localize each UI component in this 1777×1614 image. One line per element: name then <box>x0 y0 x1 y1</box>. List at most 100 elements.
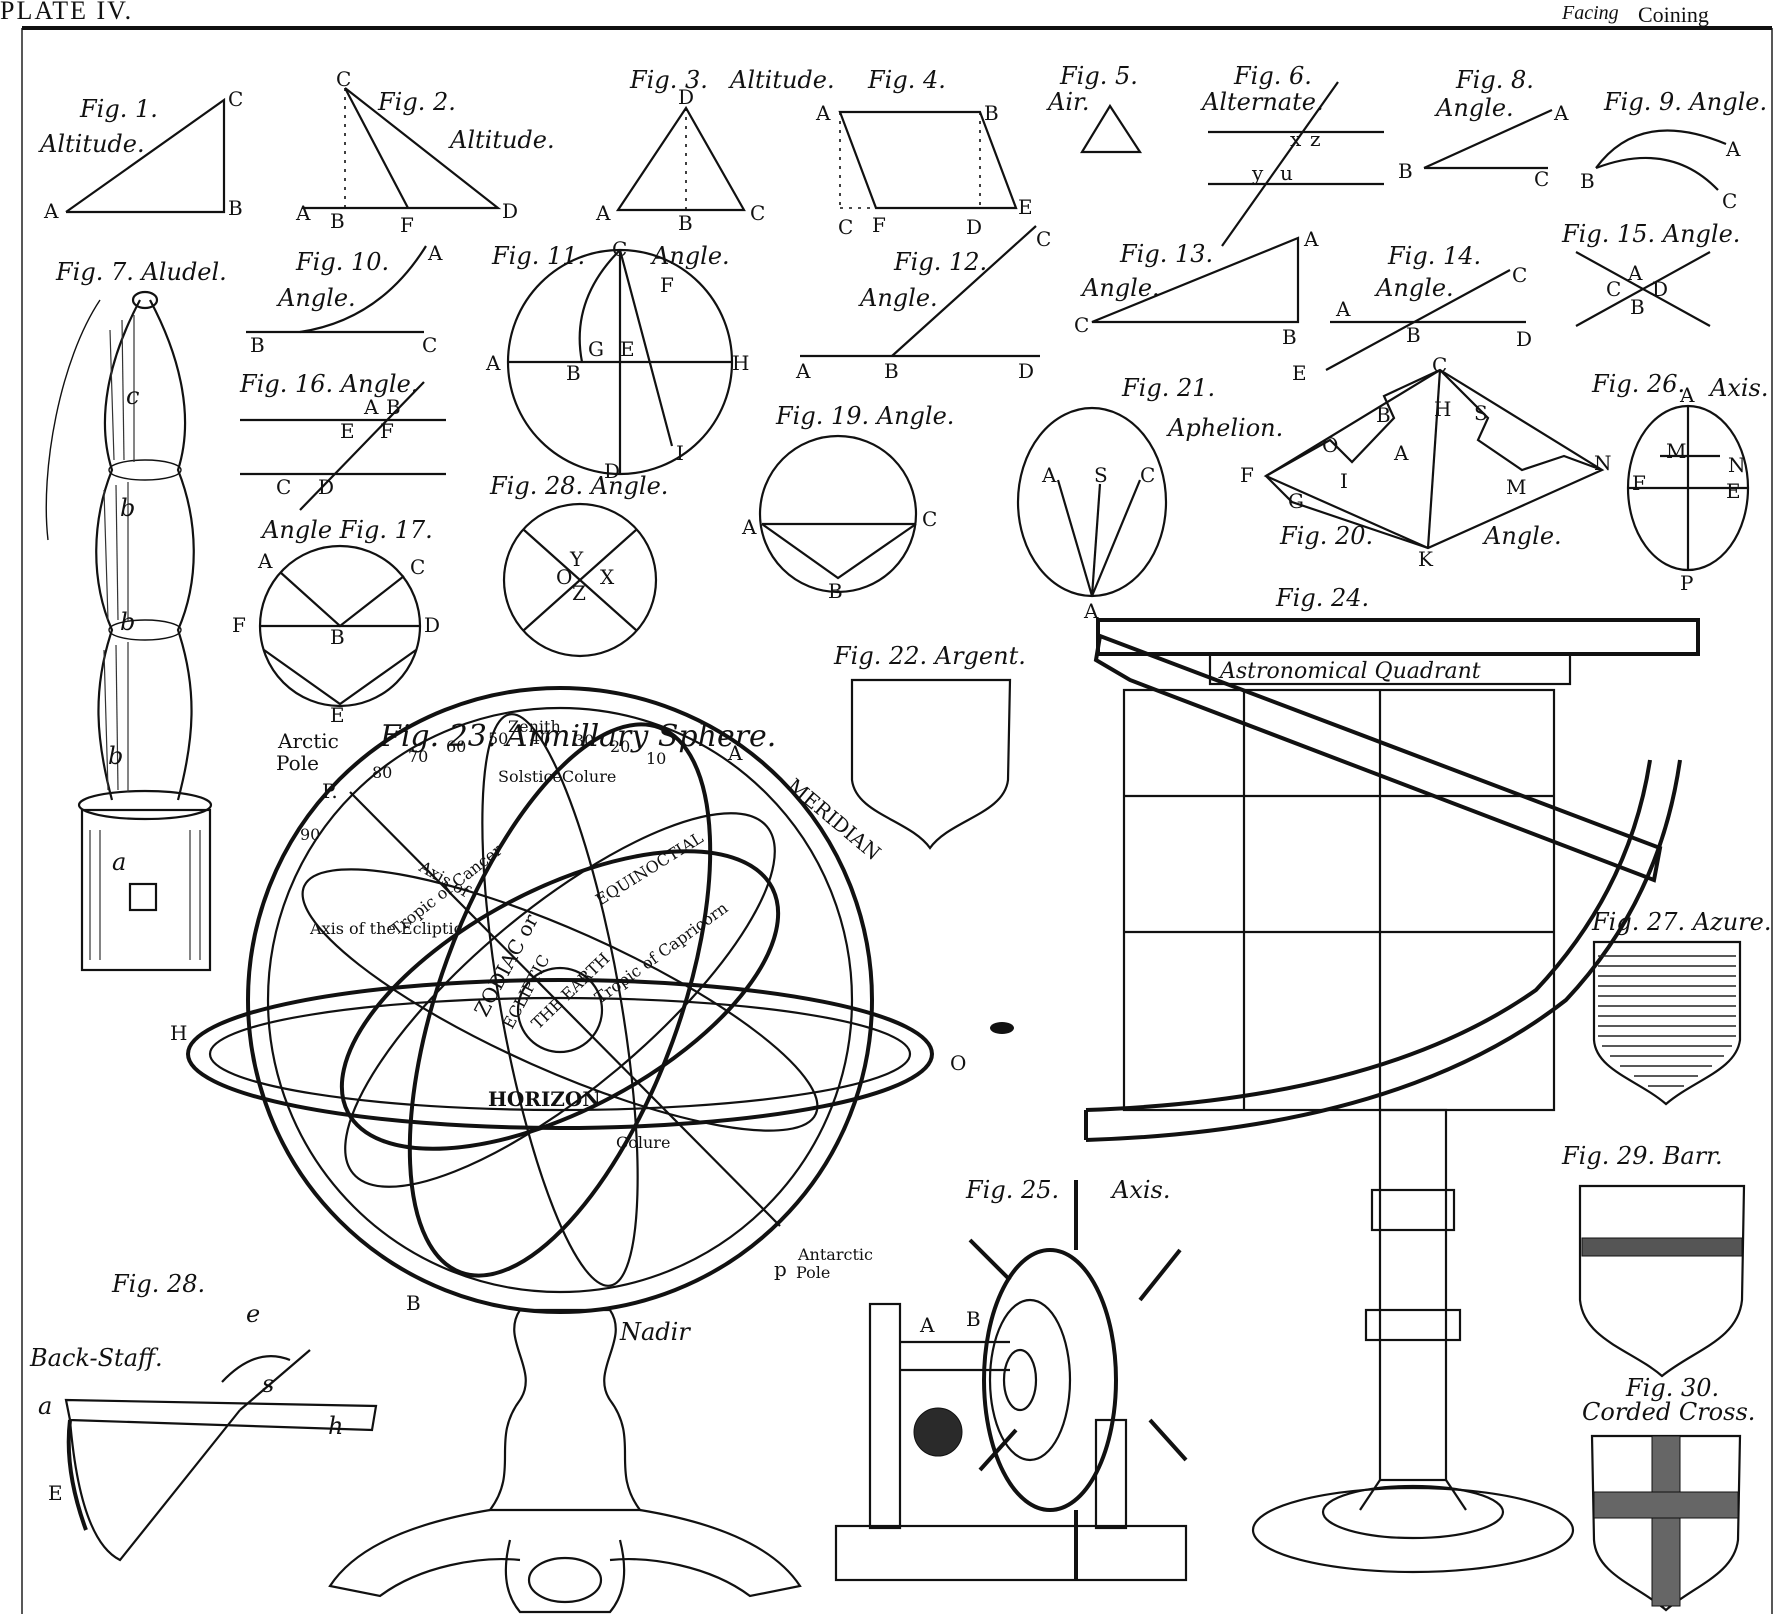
fig7-pt-c: c <box>126 382 139 410</box>
fig18-caption: Fig. 28. Angle. <box>489 472 668 500</box>
fig11-pt-i: I <box>676 441 684 465</box>
fig4-pt-e: E <box>1018 195 1033 219</box>
fig2: Fig. 2. Altitude. C A B F D <box>295 67 555 237</box>
fig4-caption: Fig. 4. <box>867 66 946 94</box>
fig25-pt-a: A <box>919 1313 935 1337</box>
fig20-pt-b: B <box>1376 403 1391 427</box>
facing-label: Facing <box>1562 2 1619 24</box>
fig30-corded-cross-shield: Fig. 30. Corded Cross. <box>1582 1374 1755 1612</box>
fig8-pt-a: A <box>1553 101 1569 125</box>
sphere-antarctic: Antarctic <box>797 1245 873 1264</box>
fig16-pt-e: E <box>340 419 355 443</box>
sphere-tick-10: 10 <box>646 749 666 768</box>
fig8-pt-c: C <box>1534 167 1549 191</box>
fig8-pt-b: B <box>1398 159 1413 183</box>
sphere-a: A <box>727 741 743 765</box>
fig1-pt-b: B <box>228 196 243 220</box>
fig28b-caption: Fig. 28. <box>111 1270 205 1298</box>
fig13-pt-b: B <box>1282 325 1297 349</box>
fig6-label: Alternate. <box>1200 88 1324 116</box>
fig10-caption: Fig. 10. <box>295 248 389 276</box>
fig20-pt-n: N <box>1594 451 1612 475</box>
sphere-axis-ecliptic: Axis of the Ecliptic <box>309 919 463 938</box>
fig2-caption: Fig. 2. <box>377 88 456 116</box>
fig20-pt-f: F <box>1240 463 1254 487</box>
sphere-colure: Colure <box>616 1133 670 1152</box>
ink-blot <box>990 1022 1014 1034</box>
fig1-caption: Fig. 1. <box>79 95 158 123</box>
fig13-caption: Fig. 13. <box>1119 240 1213 268</box>
fig14-pt-d: D <box>1516 327 1532 351</box>
fig12-pt-c: C <box>1036 227 1051 251</box>
fig20-pt-s: S <box>1474 401 1488 425</box>
fig24-caption: Fig. 24. <box>1275 584 1369 612</box>
fig1-pt-a: A <box>43 199 59 223</box>
fig14-pt-b: B <box>1406 323 1421 347</box>
fig18: Fig. 28. Angle. Y O X Z <box>489 472 668 658</box>
fig2-pt-b: B <box>330 209 345 233</box>
fig17-pt-c: C <box>410 555 425 579</box>
sphere-tick-70: 70 <box>408 747 428 766</box>
sphere-p-south: p <box>774 1257 787 1281</box>
fig19-pt-b: B <box>828 579 843 603</box>
fig15-pt-a: A <box>1627 261 1643 285</box>
fig30-caption: Fig. 30. <box>1625 1374 1719 1402</box>
fig5: Fig. 5. Air. <box>1046 62 1143 154</box>
fig20-pt-g: G <box>1288 489 1304 513</box>
fig17: Angle Fig. 17. A C F B D E <box>232 516 440 727</box>
fig20-pt-o: O <box>1322 433 1338 457</box>
sphere-pole-south: Pole <box>796 1263 830 1282</box>
fig11-pt-f: F <box>660 273 674 297</box>
fig6: Fig. 6. Alternate. x z y u <box>1200 62 1384 247</box>
fig24-label: Astronomical Quadrant <box>1218 659 1481 684</box>
fig28b-pt-a: a <box>38 1392 52 1420</box>
fig21-pt-a2: A <box>1083 599 1099 623</box>
fig16-pt-f: F <box>380 419 394 443</box>
fig12-pt-a: A <box>795 359 811 383</box>
sphere-zenith: Zenith <box>508 717 561 736</box>
fig6-pt-u: u <box>1280 161 1293 185</box>
fig12-label: Angle. <box>858 284 938 312</box>
fig20-pt-a: A <box>1393 441 1409 465</box>
fig2-pt-a: A <box>295 201 311 225</box>
fig13: Fig. 13. Angle. A C B <box>1074 227 1319 349</box>
fig25-axis-wheel: Fig. 25. Axis. A B <box>834 1176 1188 1582</box>
fig13-pt-a: A <box>1303 227 1319 251</box>
fig13-label: Angle. <box>1080 274 1160 302</box>
fig1-pt-c: C <box>228 87 243 111</box>
fig3-pt-d: D <box>678 85 694 109</box>
fig16: Fig. 16. Angle. A B E F C D <box>239 370 446 511</box>
fig17-pt-f: F <box>232 613 246 637</box>
fig11-pt-h: H <box>732 351 749 375</box>
fig18-pt-y: Y <box>569 547 584 571</box>
fig12: Fig. 12. Angle. C A B D <box>795 225 1051 383</box>
coining-label: Coining <box>1638 2 1709 27</box>
fig5-caption: Fig. 5. <box>1059 62 1138 90</box>
fig28b-label: Back-Staff. <box>29 1344 163 1372</box>
fig17-pt-d: D <box>424 613 440 637</box>
fig21: Fig. 21. Aphelion. A S C A <box>1016 374 1283 623</box>
fig21-pt-a: A <box>1041 463 1057 487</box>
fig11-label: Angle. <box>650 242 730 270</box>
fig21-pt-s: S <box>1094 463 1108 487</box>
fig9: Fig. 9. Angle. A B C <box>1580 88 1767 213</box>
fig7-pt-b3: b <box>108 742 123 770</box>
fig21-pt-c: C <box>1140 463 1155 487</box>
fig17-pt-a: A <box>257 549 273 573</box>
sphere-tick-50: 50 <box>488 729 508 748</box>
fig12-caption: Fig. 12. <box>893 248 987 276</box>
fig20-label: Angle. <box>1482 522 1562 550</box>
fig14-caption: Fig. 14. <box>1387 242 1481 270</box>
fig26-caption: Fig. 26. <box>1591 370 1685 398</box>
fig2-pt-d: D <box>502 199 518 223</box>
fig16-pt-a: A <box>363 395 379 419</box>
fig26-label: Axis. <box>1708 374 1769 402</box>
fig15-pt-c: C <box>1606 277 1621 301</box>
sphere-tick-20: 20 <box>610 737 630 756</box>
fig4-pt-f: F <box>872 213 886 237</box>
sphere-solstice-colure: SolsticeColure <box>498 767 616 786</box>
fig9-pt-c: C <box>1722 189 1737 213</box>
fig7-pt-b1: b <box>120 494 135 522</box>
fig18-pt-o: O <box>556 565 572 589</box>
